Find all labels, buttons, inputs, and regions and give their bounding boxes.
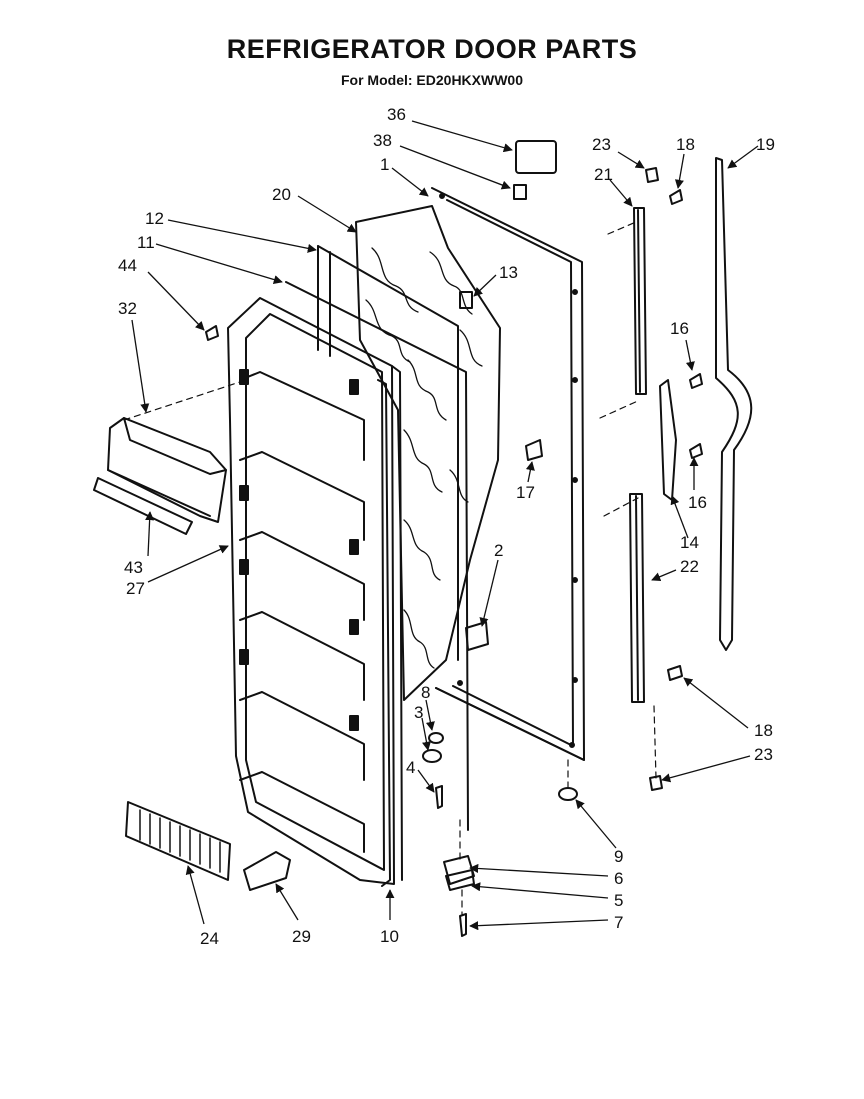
callout-13: 13 [499, 263, 518, 282]
screw-bottom-right [667, 665, 683, 681]
callout-32: 32 [118, 299, 137, 318]
dairy-trim [93, 477, 193, 535]
callout-1: 1 [380, 155, 389, 174]
callout-36: 36 [387, 105, 406, 124]
handle-cap [243, 851, 291, 891]
breaker-strips [285, 245, 469, 831]
callout-6: 6 [614, 869, 623, 888]
callout-2: 2 [494, 541, 503, 560]
cam-spacer [428, 732, 444, 744]
callout-17: 17 [516, 483, 535, 502]
door-handle [715, 157, 753, 651]
callout-44: 44 [118, 256, 137, 275]
callout-22: 22 [680, 557, 699, 576]
callout-16-upper: 16 [670, 319, 689, 338]
handle-trim-lower [629, 493, 645, 703]
callout-3: 3 [414, 703, 423, 722]
door-closer-cam [525, 439, 543, 461]
toe-grille [125, 801, 231, 881]
callout-20: 20 [272, 185, 291, 204]
callout-27: 27 [126, 579, 145, 598]
handle-trim-upper [633, 207, 647, 395]
callout-19: 19 [756, 135, 775, 154]
top-bushing [459, 291, 473, 309]
callout-18-top: 18 [676, 135, 695, 154]
small-clip [513, 184, 527, 200]
callout-29: 29 [292, 927, 311, 946]
door-liner [227, 297, 403, 885]
callout-16-lower: 16 [688, 493, 707, 512]
hinge-pin-bracket [465, 621, 489, 651]
liner-screw [205, 325, 219, 341]
screw-16-upper [689, 373, 703, 389]
door-outer-panel [431, 187, 585, 761]
callout-7: 7 [614, 913, 623, 932]
cap-bottom [649, 775, 663, 791]
leader-lines [131, 120, 759, 931]
callout-8: 8 [421, 683, 430, 702]
model-subtitle: For Model: ED20HKXWW00 [340, 72, 523, 88]
cap-top [645, 167, 659, 183]
callout-24: 24 [200, 929, 219, 948]
callout-12: 12 [145, 209, 164, 228]
door-stop-part [515, 140, 557, 174]
dairy-door [107, 417, 227, 523]
callout-23-top: 23 [592, 135, 611, 154]
callout-23-bottom: 23 [754, 745, 773, 764]
callout-14: 14 [680, 533, 699, 552]
hinge-bushing [558, 787, 578, 801]
callout-11: 11 [137, 233, 155, 252]
door-gasket [377, 379, 391, 887]
screw-16-lower [689, 443, 703, 459]
callout-4: 4 [406, 758, 415, 777]
callout-21: 21 [594, 165, 613, 184]
cam-washer [422, 749, 442, 763]
callout-5: 5 [614, 891, 623, 910]
callout-18-bottom: 18 [754, 721, 773, 740]
handle-bracket [659, 379, 677, 501]
callout-43: 43 [124, 558, 143, 577]
hinge-screw [459, 913, 467, 937]
cam-screw [435, 785, 443, 809]
page-title: REFRIGERATOR DOOR PARTS [226, 34, 638, 64]
callout-9: 9 [614, 847, 623, 866]
screw-top-right [669, 189, 683, 205]
assembly-guides [123, 221, 657, 915]
callout-38: 38 [373, 131, 392, 150]
callout-labels: 36 38 1 20 12 11 44 32 13 23 18 21 19 16… [118, 105, 775, 948]
callout-10: 10 [380, 927, 399, 946]
